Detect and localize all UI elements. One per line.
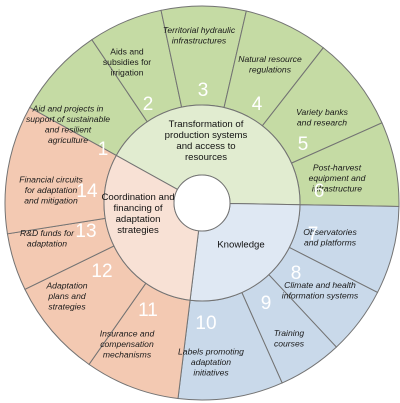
sector-label-line: resources xyxy=(185,152,227,163)
segment-label-line: regulations xyxy=(249,64,292,74)
segment-label-line: infrastructure xyxy=(312,184,362,194)
segment-label-line: and platforms xyxy=(304,237,357,247)
segment-label-line: R&D funds for xyxy=(20,228,75,238)
segment-label-line: irrigation xyxy=(111,68,144,78)
segment-label-line: adaptation xyxy=(27,238,67,248)
segment-12-number: 12 xyxy=(91,261,112,282)
segment-label-line: support of sustainable xyxy=(26,114,110,124)
segment-10-number: 10 xyxy=(195,313,216,334)
inner-ring xyxy=(103,104,301,302)
segment-label-line: mechanisms xyxy=(103,350,152,360)
segment-13-number: 13 xyxy=(75,221,96,242)
segment-label-line: initiatives xyxy=(193,368,229,378)
sector-label-line: and access to xyxy=(176,141,235,152)
segment-7-number: 7 xyxy=(308,224,319,245)
sector-label-line: adaptation xyxy=(116,214,161,225)
segment-3-number: 3 xyxy=(198,80,209,101)
segment-label-line: and mitigation xyxy=(24,196,78,206)
segment-label-line: Climate and health xyxy=(284,280,356,290)
segment-label-line: strategies xyxy=(48,302,86,312)
sector-label-line: strategies xyxy=(117,225,159,236)
sector-label-line: Transformation of xyxy=(169,119,244,130)
segment-6-number: 6 xyxy=(314,181,325,202)
segment-label-line: Insurance and xyxy=(100,329,155,339)
segment-label-line: Post-harvest xyxy=(313,163,362,173)
sector-label-line: financing of xyxy=(113,203,162,214)
sector-label-line: production systems xyxy=(165,130,248,141)
segment-5-number: 5 xyxy=(298,134,309,155)
segment-label-line: Aids and xyxy=(110,47,144,57)
segment-label-line: Financial circuits xyxy=(19,175,83,185)
segment-14-number: 14 xyxy=(76,181,98,202)
segment-label-line: information systems xyxy=(282,290,359,300)
sector-label-line: Knowledge xyxy=(217,240,264,251)
segment-label-line: Adaptation xyxy=(45,281,87,291)
segment-label-line: Variety banks xyxy=(296,107,348,117)
segment-label-line: compensation xyxy=(100,339,154,349)
segment-label-line: for adaptation xyxy=(25,185,78,195)
segment-label-line: adaptation xyxy=(191,357,231,367)
segment-label-line: agriculture xyxy=(48,135,88,145)
segment-1-number: 1 xyxy=(98,139,109,160)
segment-label-line: Natural resource xyxy=(238,54,302,64)
segment-label-line: subsidies for xyxy=(103,57,151,67)
segment-label-line: and research xyxy=(297,117,347,127)
segment-9-number: 9 xyxy=(261,293,272,314)
segment-label-line: and resilient xyxy=(45,124,92,134)
segment-label-line: equipment and xyxy=(309,173,366,183)
sector-label-line: Coordination and xyxy=(101,192,174,203)
segment-2-number: 2 xyxy=(143,94,154,115)
segment-4-number: 4 xyxy=(252,94,263,115)
segment-label-line: Labels promoting xyxy=(178,347,244,357)
segment-8-number: 8 xyxy=(291,263,302,284)
segment-label-line: plans and xyxy=(47,291,85,301)
segment-label-line: infrastructures xyxy=(172,35,227,45)
outer-ring xyxy=(4,5,400,401)
center-hole xyxy=(173,174,231,232)
segment-label-line: Territorial hydraulic xyxy=(163,25,236,35)
segment-11-number: 11 xyxy=(138,300,158,321)
segment-label-line: courses xyxy=(274,338,305,348)
segment-label-line: Training xyxy=(274,328,305,338)
sector-knowledge-label: Knowledge xyxy=(217,240,264,251)
segment-label-line: Observatories xyxy=(303,227,357,237)
segment-label-line: Aid and projects in xyxy=(32,103,104,113)
